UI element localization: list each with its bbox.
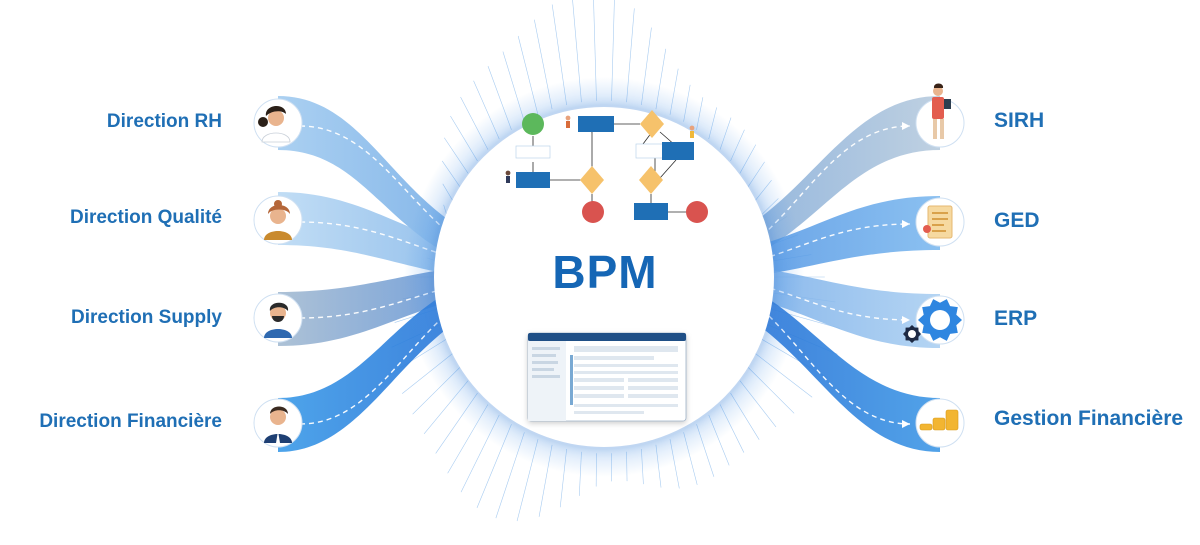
validation-node <box>516 172 550 188</box>
label-erp: ERP <box>994 307 1037 331</box>
label-gestion-financiere: Gestion Financière <box>994 407 1183 431</box>
avatar-direction-supply <box>254 294 302 342</box>
icon-ged <box>916 198 964 246</box>
label-direction-rh: Direction RH <box>107 111 222 133</box>
small-gear-icon <box>903 325 921 343</box>
icon-gestion-financiere <box>916 399 964 447</box>
left-avatars <box>254 99 302 447</box>
avatar-direction-financiere <box>254 399 302 447</box>
label-sirh: SIRH <box>994 109 1044 133</box>
avatar-direction-rh <box>254 99 302 147</box>
end-event-icon <box>686 201 708 223</box>
label-direction-supply: Direction Supply <box>71 307 222 329</box>
integration-node <box>634 203 668 220</box>
label-direction-financiere: Direction Financière <box>39 411 222 433</box>
step-node <box>516 146 550 158</box>
avatar-direction-qualite <box>254 196 302 244</box>
icon-sirh <box>916 84 964 148</box>
end-event-icon <box>582 201 604 223</box>
app-screenshot <box>528 333 686 421</box>
label-direction-qualite: Direction Qualité <box>70 207 222 229</box>
send-node <box>578 116 614 132</box>
document-icon <box>928 206 952 238</box>
start-event-icon <box>522 113 544 135</box>
label-ged: GED <box>994 209 1040 233</box>
approval-node <box>662 142 694 160</box>
bpm-title: BPM <box>520 245 690 299</box>
evaluation-node <box>636 144 666 158</box>
